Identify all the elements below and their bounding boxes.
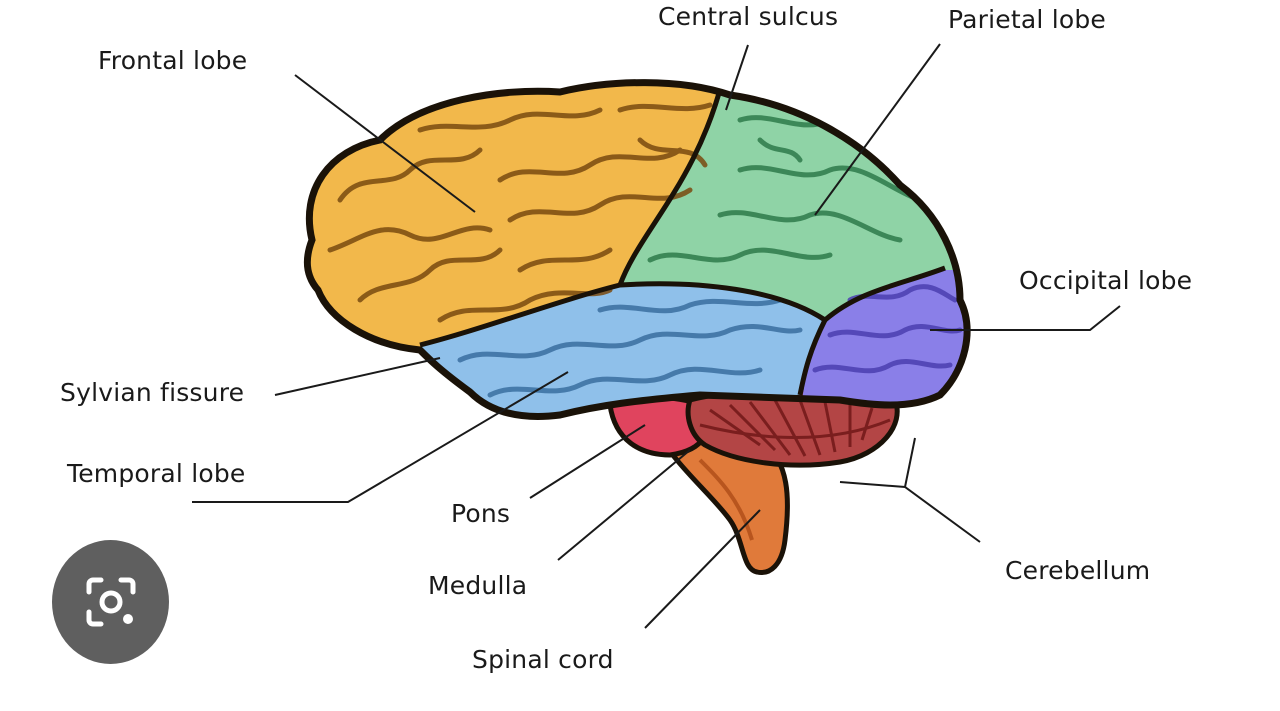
leader-parietal-lobe bbox=[814, 43, 941, 216]
label-temporal-lobe: Temporal lobe bbox=[67, 459, 246, 488]
leader-sylvian-fissure bbox=[274, 357, 441, 396]
label-central-sulcus: Central sulcus bbox=[658, 2, 839, 31]
label-frontal-lobe: Frontal lobe bbox=[98, 46, 248, 75]
label-parietal-lobe: Parietal lobe bbox=[948, 5, 1106, 34]
leader-frontal-lobe bbox=[294, 74, 476, 213]
leader-cerebellum bbox=[839, 481, 981, 543]
label-cerebellum: Cerebellum bbox=[1005, 556, 1151, 585]
leader-medulla bbox=[557, 449, 691, 561]
leader-pons bbox=[529, 424, 646, 499]
leader-occipital-lobe bbox=[930, 305, 1121, 331]
label-spinal-cord: Spinal cord bbox=[472, 645, 614, 674]
leader-temporal-lobe bbox=[192, 371, 569, 503]
lens-search-button[interactable] bbox=[52, 540, 169, 664]
label-pons: Pons bbox=[451, 499, 511, 528]
lens-camera-icon bbox=[86, 577, 135, 627]
leader-central-sulcus bbox=[725, 44, 749, 111]
leader-cerebellum-fork bbox=[904, 437, 916, 488]
label-medulla: Medulla bbox=[428, 571, 528, 600]
leader-spinal-cord bbox=[644, 509, 761, 629]
label-sylvian-fissure: Sylvian fissure bbox=[60, 378, 245, 407]
label-occipital-lobe: Occipital lobe bbox=[1019, 266, 1193, 295]
